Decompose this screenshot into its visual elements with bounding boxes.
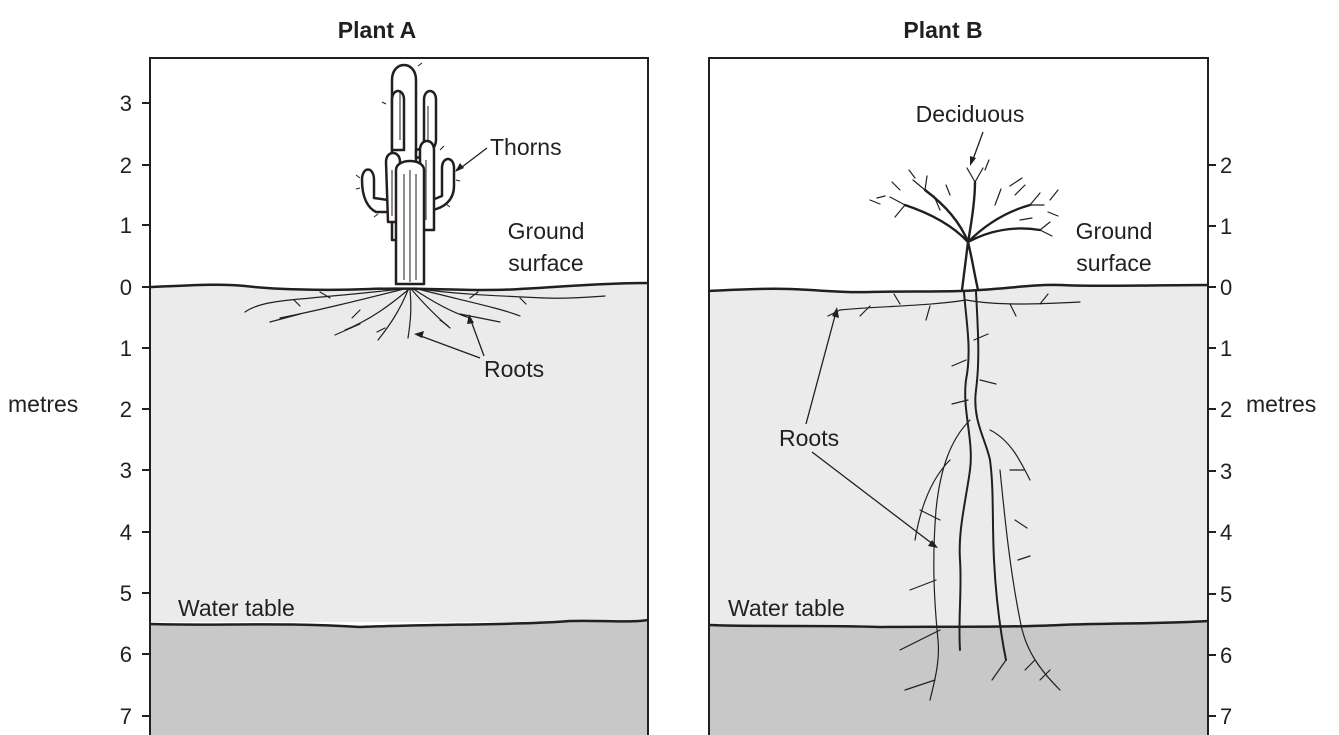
tick-label: 7 [1220, 704, 1232, 729]
label-thorns: Thorns [490, 134, 562, 160]
tick-label: 6 [120, 642, 132, 667]
tick-label: 1 [120, 213, 132, 238]
label-ground-line1-b: Ground [1076, 218, 1153, 244]
label-roots-b: Roots [779, 425, 839, 451]
label-roots-a: Roots [484, 356, 544, 382]
tick-label: 2 [120, 153, 132, 178]
label-ground-line1-a: Ground [508, 218, 585, 244]
label-ground-line2-b: surface [1076, 250, 1151, 276]
tick-label: 3 [120, 91, 132, 116]
label-water-table-a: Water table [178, 595, 295, 621]
tick-label: 1 [120, 336, 132, 361]
left-axis-unit: metres [8, 391, 78, 417]
panel-a-saturated-zone [150, 620, 648, 735]
panel-b-ground-region [709, 285, 1208, 625]
tick-label: 2 [120, 397, 132, 422]
label-ground-line2-a: surface [508, 250, 583, 276]
panel-b-title: Plant B [903, 17, 982, 43]
tick-label: 1 [1220, 214, 1232, 239]
tick-label: 5 [120, 581, 132, 606]
right-depth-axis: 2 1 0 1 2 3 4 5 6 7 metres [1208, 153, 1316, 729]
panel-b-saturated-zone [709, 621, 1208, 735]
cactus-plant [356, 63, 460, 284]
tick-label: 3 [120, 458, 132, 483]
panel-a-title: Plant A [338, 17, 416, 43]
tick-label: 6 [1220, 643, 1232, 668]
panel-plant-a: Plant A [8, 17, 648, 735]
panel-plant-b: Plant B Deciduous [709, 17, 1316, 735]
tick-label: 2 [1220, 397, 1232, 422]
left-depth-axis: 3 2 1 0 1 2 3 4 5 6 7 metres [8, 91, 150, 729]
right-axis-unit: metres [1246, 391, 1316, 417]
tick-label: 7 [120, 704, 132, 729]
tick-label: 5 [1220, 582, 1232, 607]
label-deciduous: Deciduous [916, 101, 1025, 127]
tick-label: 4 [120, 520, 132, 545]
panel-a-ground-region [150, 283, 648, 622]
tick-label: 0 [120, 275, 132, 300]
deciduous-tree [870, 160, 1058, 290]
tick-label: 3 [1220, 459, 1232, 484]
tick-label: 4 [1220, 520, 1232, 545]
label-water-table-b: Water table [728, 595, 845, 621]
tick-label: 1 [1220, 336, 1232, 361]
tick-label: 2 [1220, 153, 1232, 178]
tick-label: 0 [1220, 275, 1232, 300]
